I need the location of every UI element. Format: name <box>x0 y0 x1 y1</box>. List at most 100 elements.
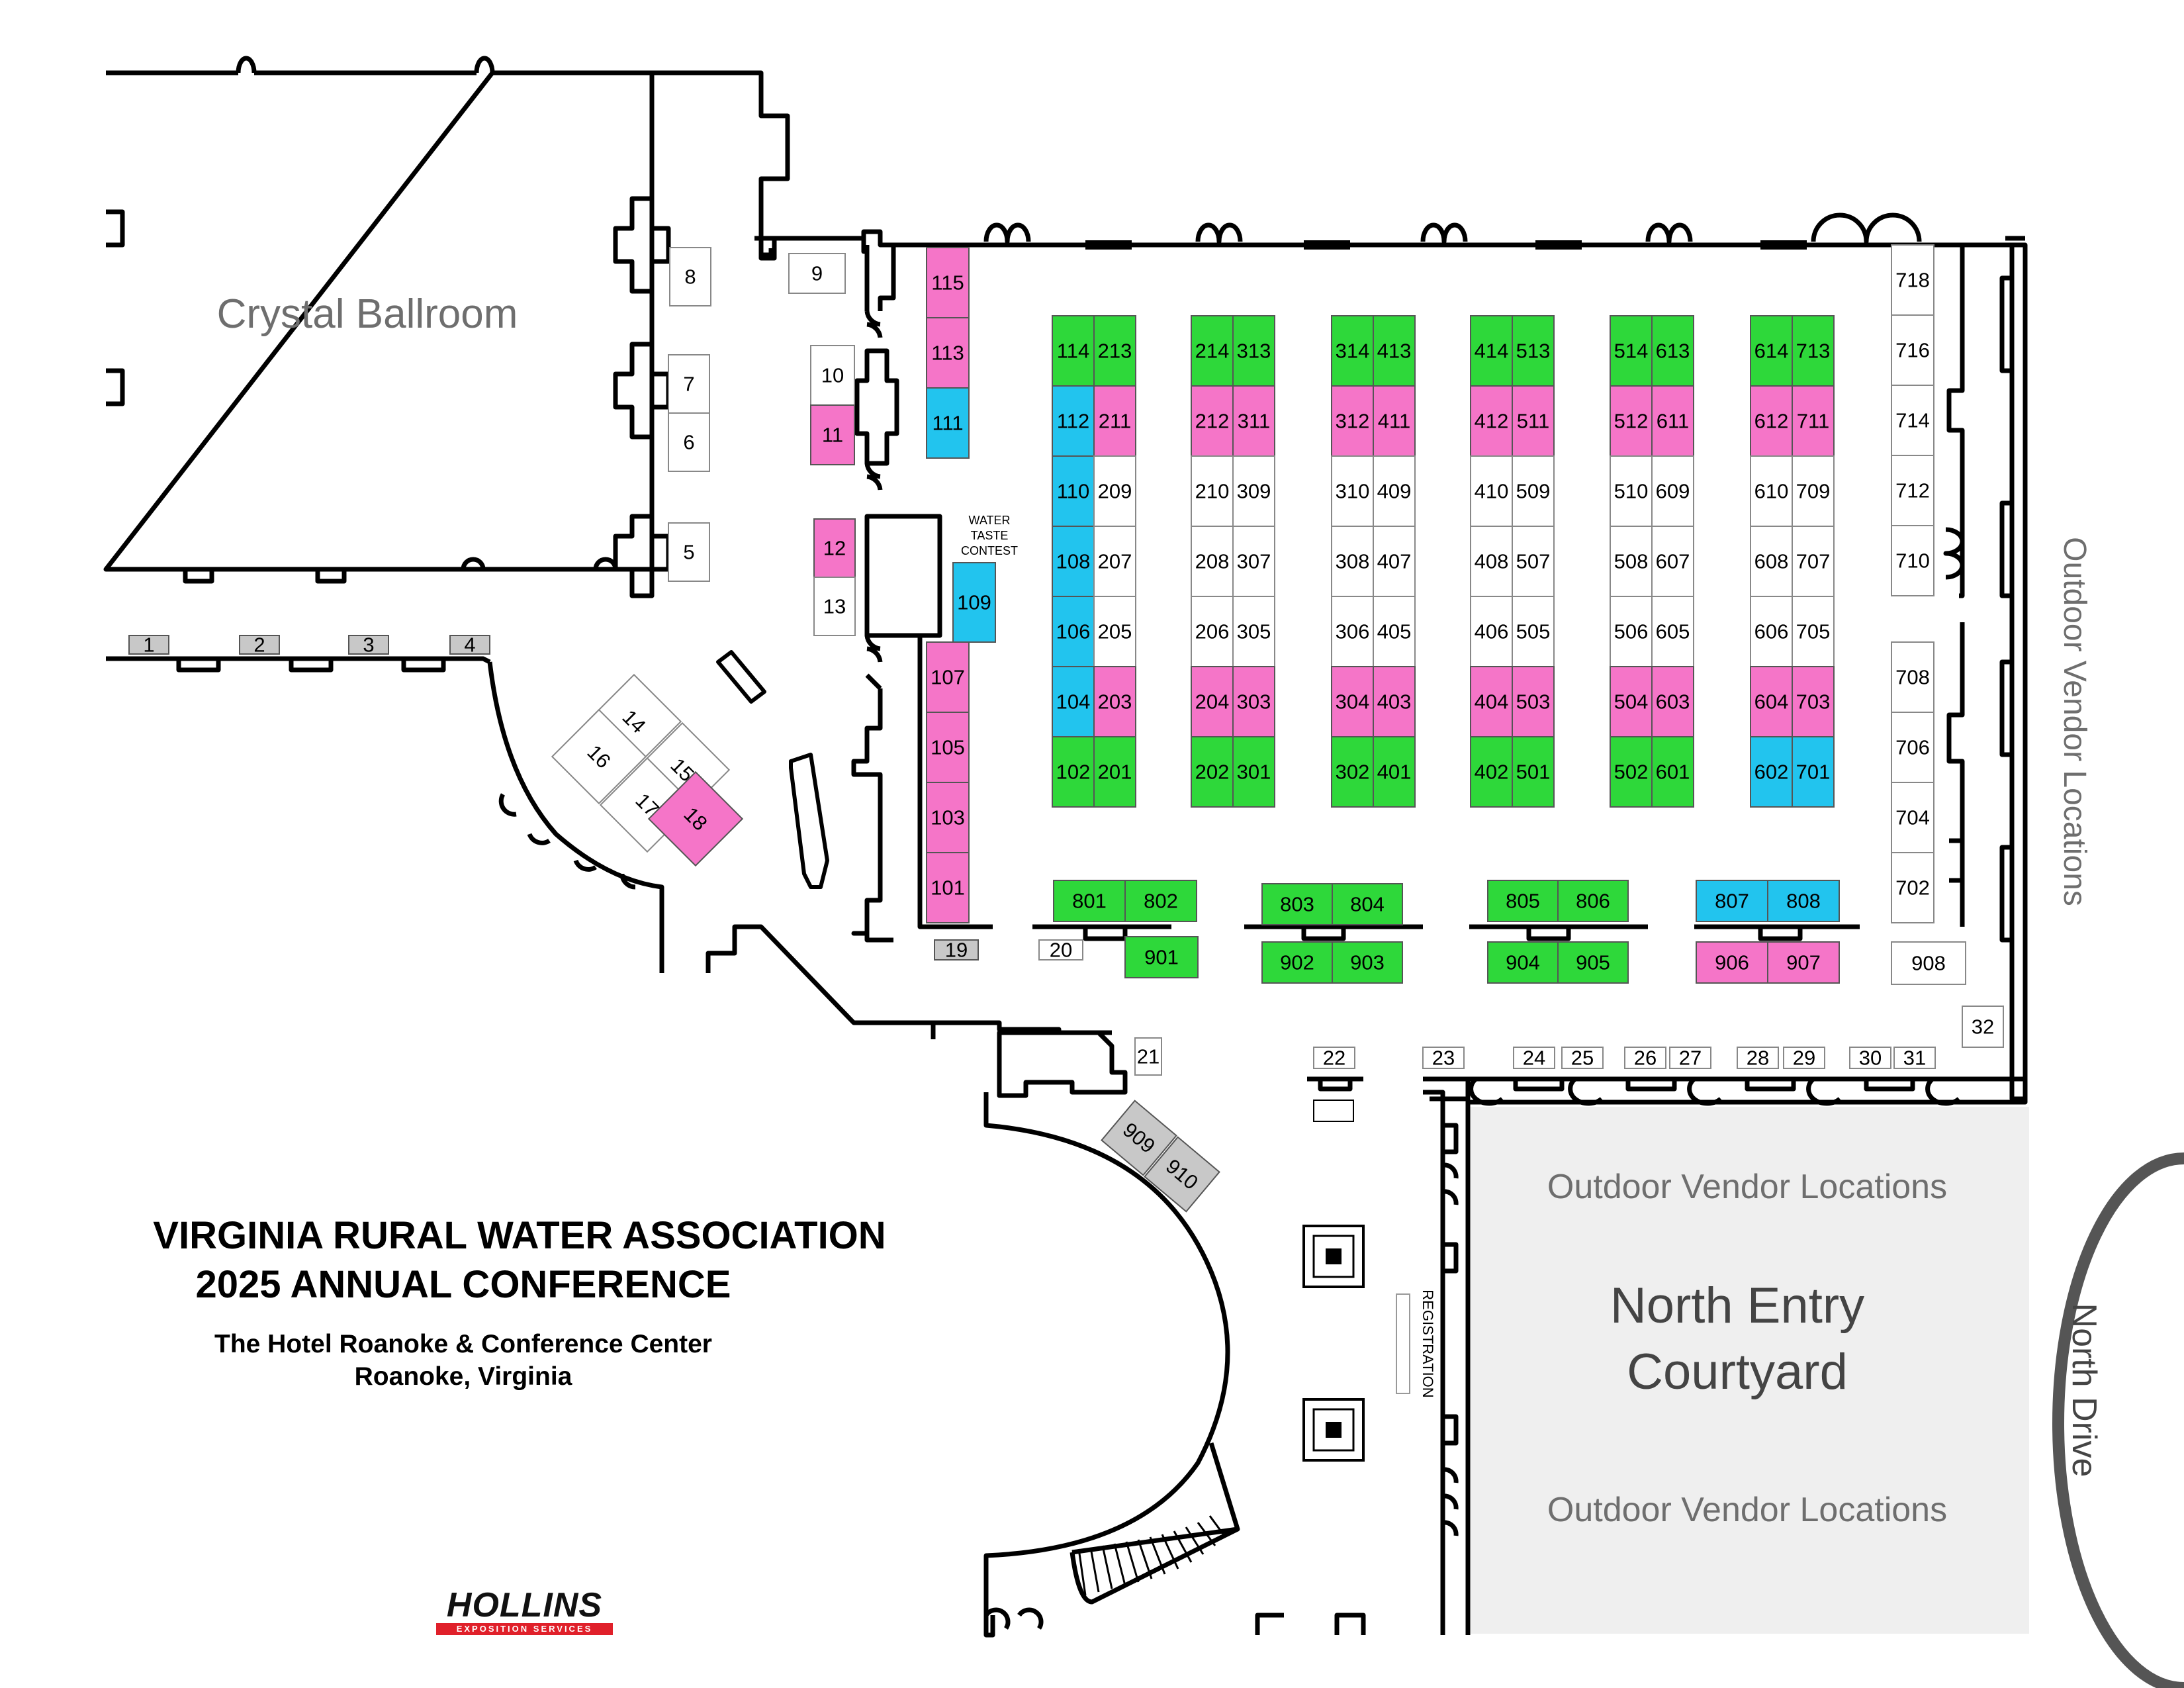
booth-207[interactable]: 207 <box>1093 526 1136 597</box>
booth-903[interactable]: 903 <box>1332 941 1403 984</box>
booth-608[interactable]: 608 <box>1750 526 1793 597</box>
booth-401[interactable]: 401 <box>1373 736 1416 808</box>
booth-505[interactable]: 505 <box>1512 596 1555 667</box>
booth-102[interactable]: 102 <box>1052 736 1095 808</box>
booth-1[interactable]: 1 <box>128 633 169 657</box>
booth-303[interactable]: 303 <box>1232 666 1275 737</box>
booth-714[interactable]: 714 <box>1891 385 1934 456</box>
booth-16[interactable]: 16 <box>551 708 647 805</box>
booth-807[interactable]: 807 <box>1696 880 1768 922</box>
booth-512[interactable]: 512 <box>1610 385 1653 457</box>
booth-113[interactable]: 113 <box>926 317 970 389</box>
booth-701[interactable]: 701 <box>1792 736 1835 808</box>
booth-6[interactable]: 6 <box>668 412 710 472</box>
booth-26[interactable]: 26 <box>1624 1047 1666 1070</box>
booth-507[interactable]: 507 <box>1512 526 1555 597</box>
booth-310[interactable]: 310 <box>1331 455 1374 527</box>
booth-305[interactable]: 305 <box>1232 596 1275 667</box>
booth-609[interactable]: 609 <box>1651 455 1694 527</box>
booth-613[interactable]: 613 <box>1651 315 1694 387</box>
booth-301[interactable]: 301 <box>1232 736 1275 808</box>
booth-410[interactable]: 410 <box>1470 455 1513 527</box>
booth-708[interactable]: 708 <box>1891 641 1934 713</box>
booth-31[interactable]: 31 <box>1893 1047 1936 1070</box>
booth-611[interactable]: 611 <box>1651 385 1694 457</box>
booth-25[interactable]: 25 <box>1561 1047 1604 1070</box>
booth-509[interactable]: 509 <box>1512 455 1555 527</box>
booth-18[interactable]: 18 <box>647 771 744 867</box>
booth-312[interactable]: 312 <box>1331 385 1374 457</box>
booth-108[interactable]: 108 <box>1052 526 1095 597</box>
booth-8[interactable]: 8 <box>669 247 711 306</box>
booth-612[interactable]: 612 <box>1750 385 1793 457</box>
booth-304[interactable]: 304 <box>1331 666 1374 737</box>
booth-4[interactable]: 4 <box>449 633 490 657</box>
booth-713[interactable]: 713 <box>1792 315 1835 387</box>
booth-506[interactable]: 506 <box>1610 596 1653 667</box>
booth-604[interactable]: 604 <box>1750 666 1793 737</box>
booth-703[interactable]: 703 <box>1792 666 1835 737</box>
booth-802[interactable]: 802 <box>1124 880 1197 922</box>
booth-28[interactable]: 28 <box>1737 1047 1779 1070</box>
booth-709[interactable]: 709 <box>1792 455 1835 527</box>
booth-704[interactable]: 704 <box>1891 782 1934 853</box>
booth-504[interactable]: 504 <box>1610 666 1653 737</box>
booth-214[interactable]: 214 <box>1191 315 1234 387</box>
booth-909[interactable]: 909 <box>1101 1100 1177 1176</box>
booth-115[interactable]: 115 <box>926 247 970 318</box>
booth-614[interactable]: 614 <box>1750 315 1793 387</box>
booth-2[interactable]: 2 <box>239 633 280 657</box>
booth-601[interactable]: 601 <box>1651 736 1694 808</box>
booth-101[interactable]: 101 <box>926 852 970 923</box>
booth-22[interactable]: 22 <box>1313 1047 1355 1070</box>
booth-110[interactable]: 110 <box>1052 455 1095 527</box>
booth-104[interactable]: 104 <box>1052 666 1095 737</box>
booth-803[interactable]: 803 <box>1261 883 1333 925</box>
booth-801[interactable]: 801 <box>1053 880 1126 922</box>
booth-9[interactable]: 9 <box>788 253 846 294</box>
booth-411[interactable]: 411 <box>1373 385 1416 457</box>
booth-23[interactable]: 23 <box>1422 1047 1465 1070</box>
booth-404[interactable]: 404 <box>1470 666 1513 737</box>
booth-112[interactable]: 112 <box>1052 385 1095 457</box>
booth-111[interactable]: 111 <box>926 387 970 459</box>
booth-405[interactable]: 405 <box>1373 596 1416 667</box>
booth-902[interactable]: 902 <box>1261 941 1333 984</box>
booth-106[interactable]: 106 <box>1052 596 1095 667</box>
booth-409[interactable]: 409 <box>1373 455 1416 527</box>
booth-311[interactable]: 311 <box>1232 385 1275 457</box>
booth-908[interactable]: 908 <box>1891 941 1966 985</box>
booth-211[interactable]: 211 <box>1093 385 1136 457</box>
booth-5[interactable]: 5 <box>668 522 710 582</box>
booth-114[interactable]: 114 <box>1052 315 1095 387</box>
booth-12[interactable]: 12 <box>813 518 856 578</box>
booth-29[interactable]: 29 <box>1783 1047 1825 1070</box>
booth-314[interactable]: 314 <box>1331 315 1374 387</box>
booth-513[interactable]: 513 <box>1512 315 1555 387</box>
booth-514[interactable]: 514 <box>1610 315 1653 387</box>
booth-407[interactable]: 407 <box>1373 526 1416 597</box>
booth-10[interactable]: 10 <box>810 345 855 406</box>
booth-107[interactable]: 107 <box>926 641 970 713</box>
booth-13[interactable]: 13 <box>813 577 856 636</box>
booth-413[interactable]: 413 <box>1373 315 1416 387</box>
booth-103[interactable]: 103 <box>926 782 970 853</box>
booth-602[interactable]: 602 <box>1750 736 1793 808</box>
booth-309[interactable]: 309 <box>1232 455 1275 527</box>
booth-605[interactable]: 605 <box>1651 596 1694 667</box>
booth-201[interactable]: 201 <box>1093 736 1136 808</box>
booth-508[interactable]: 508 <box>1610 526 1653 597</box>
booth-705[interactable]: 705 <box>1792 596 1835 667</box>
booth-403[interactable]: 403 <box>1373 666 1416 737</box>
booth-606[interactable]: 606 <box>1750 596 1793 667</box>
booth-804[interactable]: 804 <box>1332 883 1403 925</box>
booth-610[interactable]: 610 <box>1750 455 1793 527</box>
booth-213[interactable]: 213 <box>1093 315 1136 387</box>
booth-32[interactable]: 32 <box>1962 1006 2004 1048</box>
booth-706[interactable]: 706 <box>1891 712 1934 783</box>
booth-805[interactable]: 805 <box>1487 880 1559 922</box>
booth-204[interactable]: 204 <box>1191 666 1234 737</box>
booth-718[interactable]: 718 <box>1891 244 1934 316</box>
booth-707[interactable]: 707 <box>1792 526 1835 597</box>
booth-412[interactable]: 412 <box>1470 385 1513 457</box>
